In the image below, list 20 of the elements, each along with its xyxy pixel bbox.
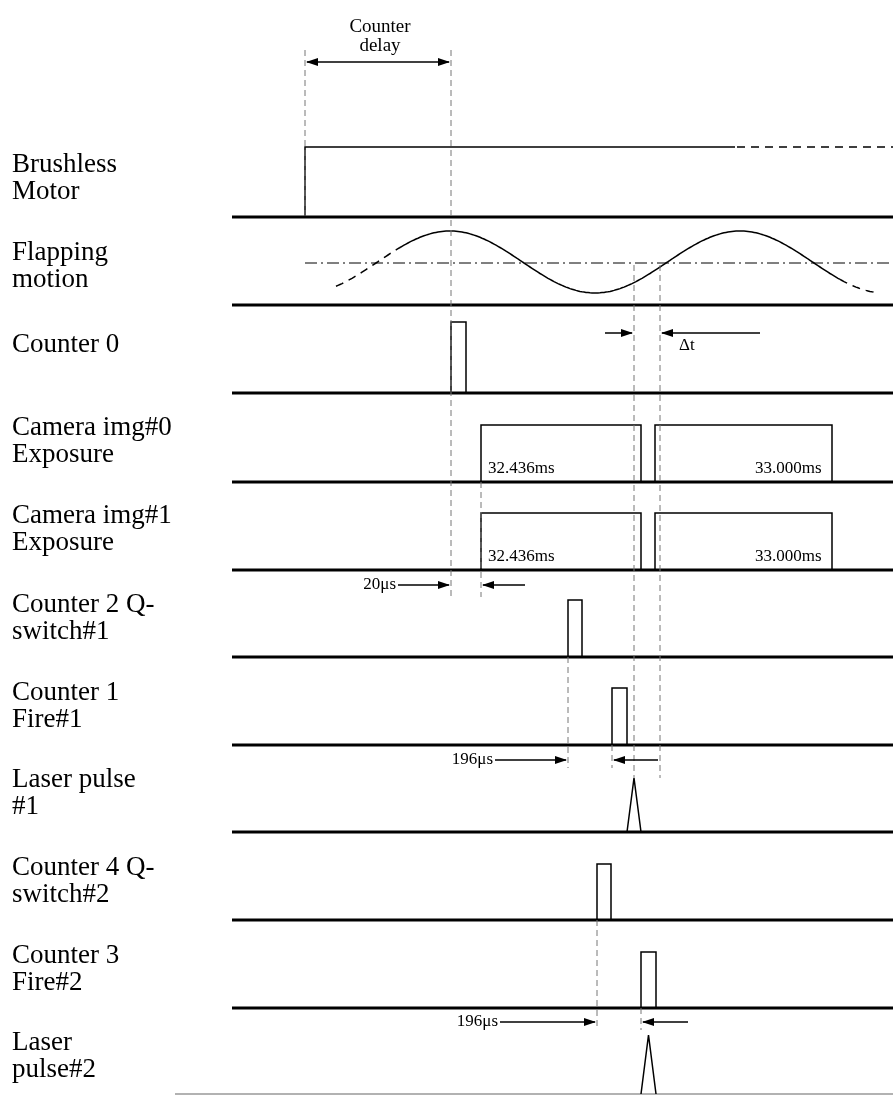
signal-label: Camera img#0 Exposure [12,413,173,467]
signal-label: Counter 4 Q-switch#2 [12,853,156,907]
dimension-label: 196μs [455,1012,498,1029]
signal-label: Laser pulse#2 [12,1028,97,1082]
signal-label: Counter 0 [12,330,121,357]
dimension-label: Δt [679,336,696,353]
duration-label: 32.436ms [488,459,556,476]
dimension-label: Counter delay [348,16,412,54]
signal-label: Counter 2 Q-switch#1 [12,590,156,644]
signal-label: Counter 1 Fire#1 [12,678,121,732]
duration-label: 32.436ms [488,547,556,564]
signal-label: Brushless Motor [12,150,118,204]
duration-label: 33.000ms [755,547,823,564]
signal-label: Flapping motion [12,238,109,292]
signal-label: Laser pulse #1 [12,765,137,819]
dimension-label: 196μs [450,750,493,767]
duration-label: 33.000ms [755,459,823,476]
signal-label: Counter 3 Fire#2 [12,941,121,995]
dimension-label: 20μs [362,575,396,592]
signal-label: Camera img#1 Exposure [12,501,173,555]
